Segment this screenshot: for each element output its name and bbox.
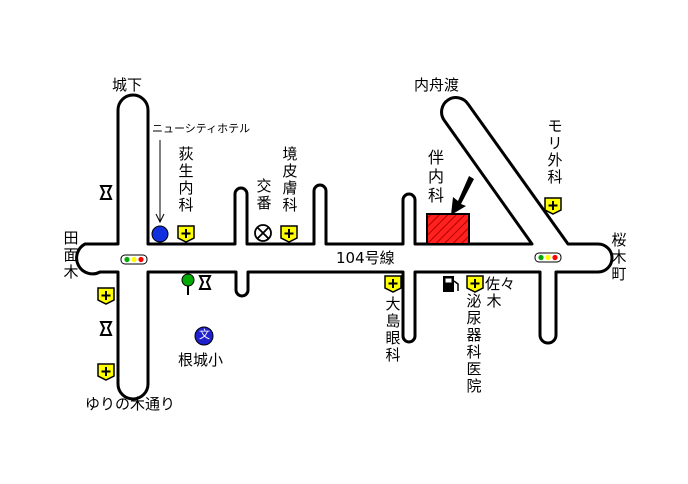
label-koban: 交番 <box>256 177 272 212</box>
label-oshima-eye: 大島眼科 <box>385 295 401 364</box>
traffic-signal-icon <box>120 254 148 265</box>
label-sakai-dermatology: 境皮膚科 <box>282 145 298 214</box>
label-sasaki-col-1: 佐々木 <box>485 275 516 310</box>
label-denmenboku: 田面木 <box>63 229 79 281</box>
plus-badge-icon <box>544 197 562 215</box>
police-box-icon <box>254 224 272 242</box>
plus-badge-icon <box>466 275 484 293</box>
school-badge <box>194 326 214 346</box>
label-sakuragicho: 桜木町 <box>611 231 627 283</box>
plus-badge-icon <box>97 363 115 381</box>
hotel-pin-icon <box>151 140 169 243</box>
label-new-city-hotel: ニューシティホテル <box>152 122 251 135</box>
road-network <box>75 93 614 401</box>
label-shiroshita: 城下 <box>112 76 143 94</box>
plus-badge-icon <box>97 287 115 305</box>
label-neshiro-school: 根城小 <box>178 351 224 369</box>
shrine-icon <box>99 321 113 336</box>
label-route-104: 104号線 <box>336 249 395 267</box>
label-bannai-clinic: 伴内科 <box>427 148 444 205</box>
school-glyph: 文 <box>199 328 210 341</box>
gas-station-icon <box>443 276 459 292</box>
destination-arrow-icon <box>451 176 474 215</box>
label-uchifunado: 内舟渡 <box>414 76 460 94</box>
shrine-icon <box>198 275 212 290</box>
label-ogino-clinic: 荻生内科 <box>178 145 194 214</box>
label-sasaki-col-2: 泌尿器科医院 <box>466 292 482 395</box>
label-yurinoki-street: ゆりの木通り <box>85 395 176 413</box>
tree-icon <box>181 273 195 295</box>
label-mori-surgery: モリ外科 <box>547 117 563 186</box>
traffic-signal-icon <box>534 252 562 263</box>
plus-badge-icon <box>280 225 298 243</box>
plus-badge-icon <box>384 275 402 293</box>
shrine-icon <box>99 185 113 200</box>
plus-badge-icon <box>177 225 195 243</box>
destination-building <box>426 213 470 245</box>
label-sasaki-urology: 佐々木泌尿器科医院 <box>465 275 516 416</box>
